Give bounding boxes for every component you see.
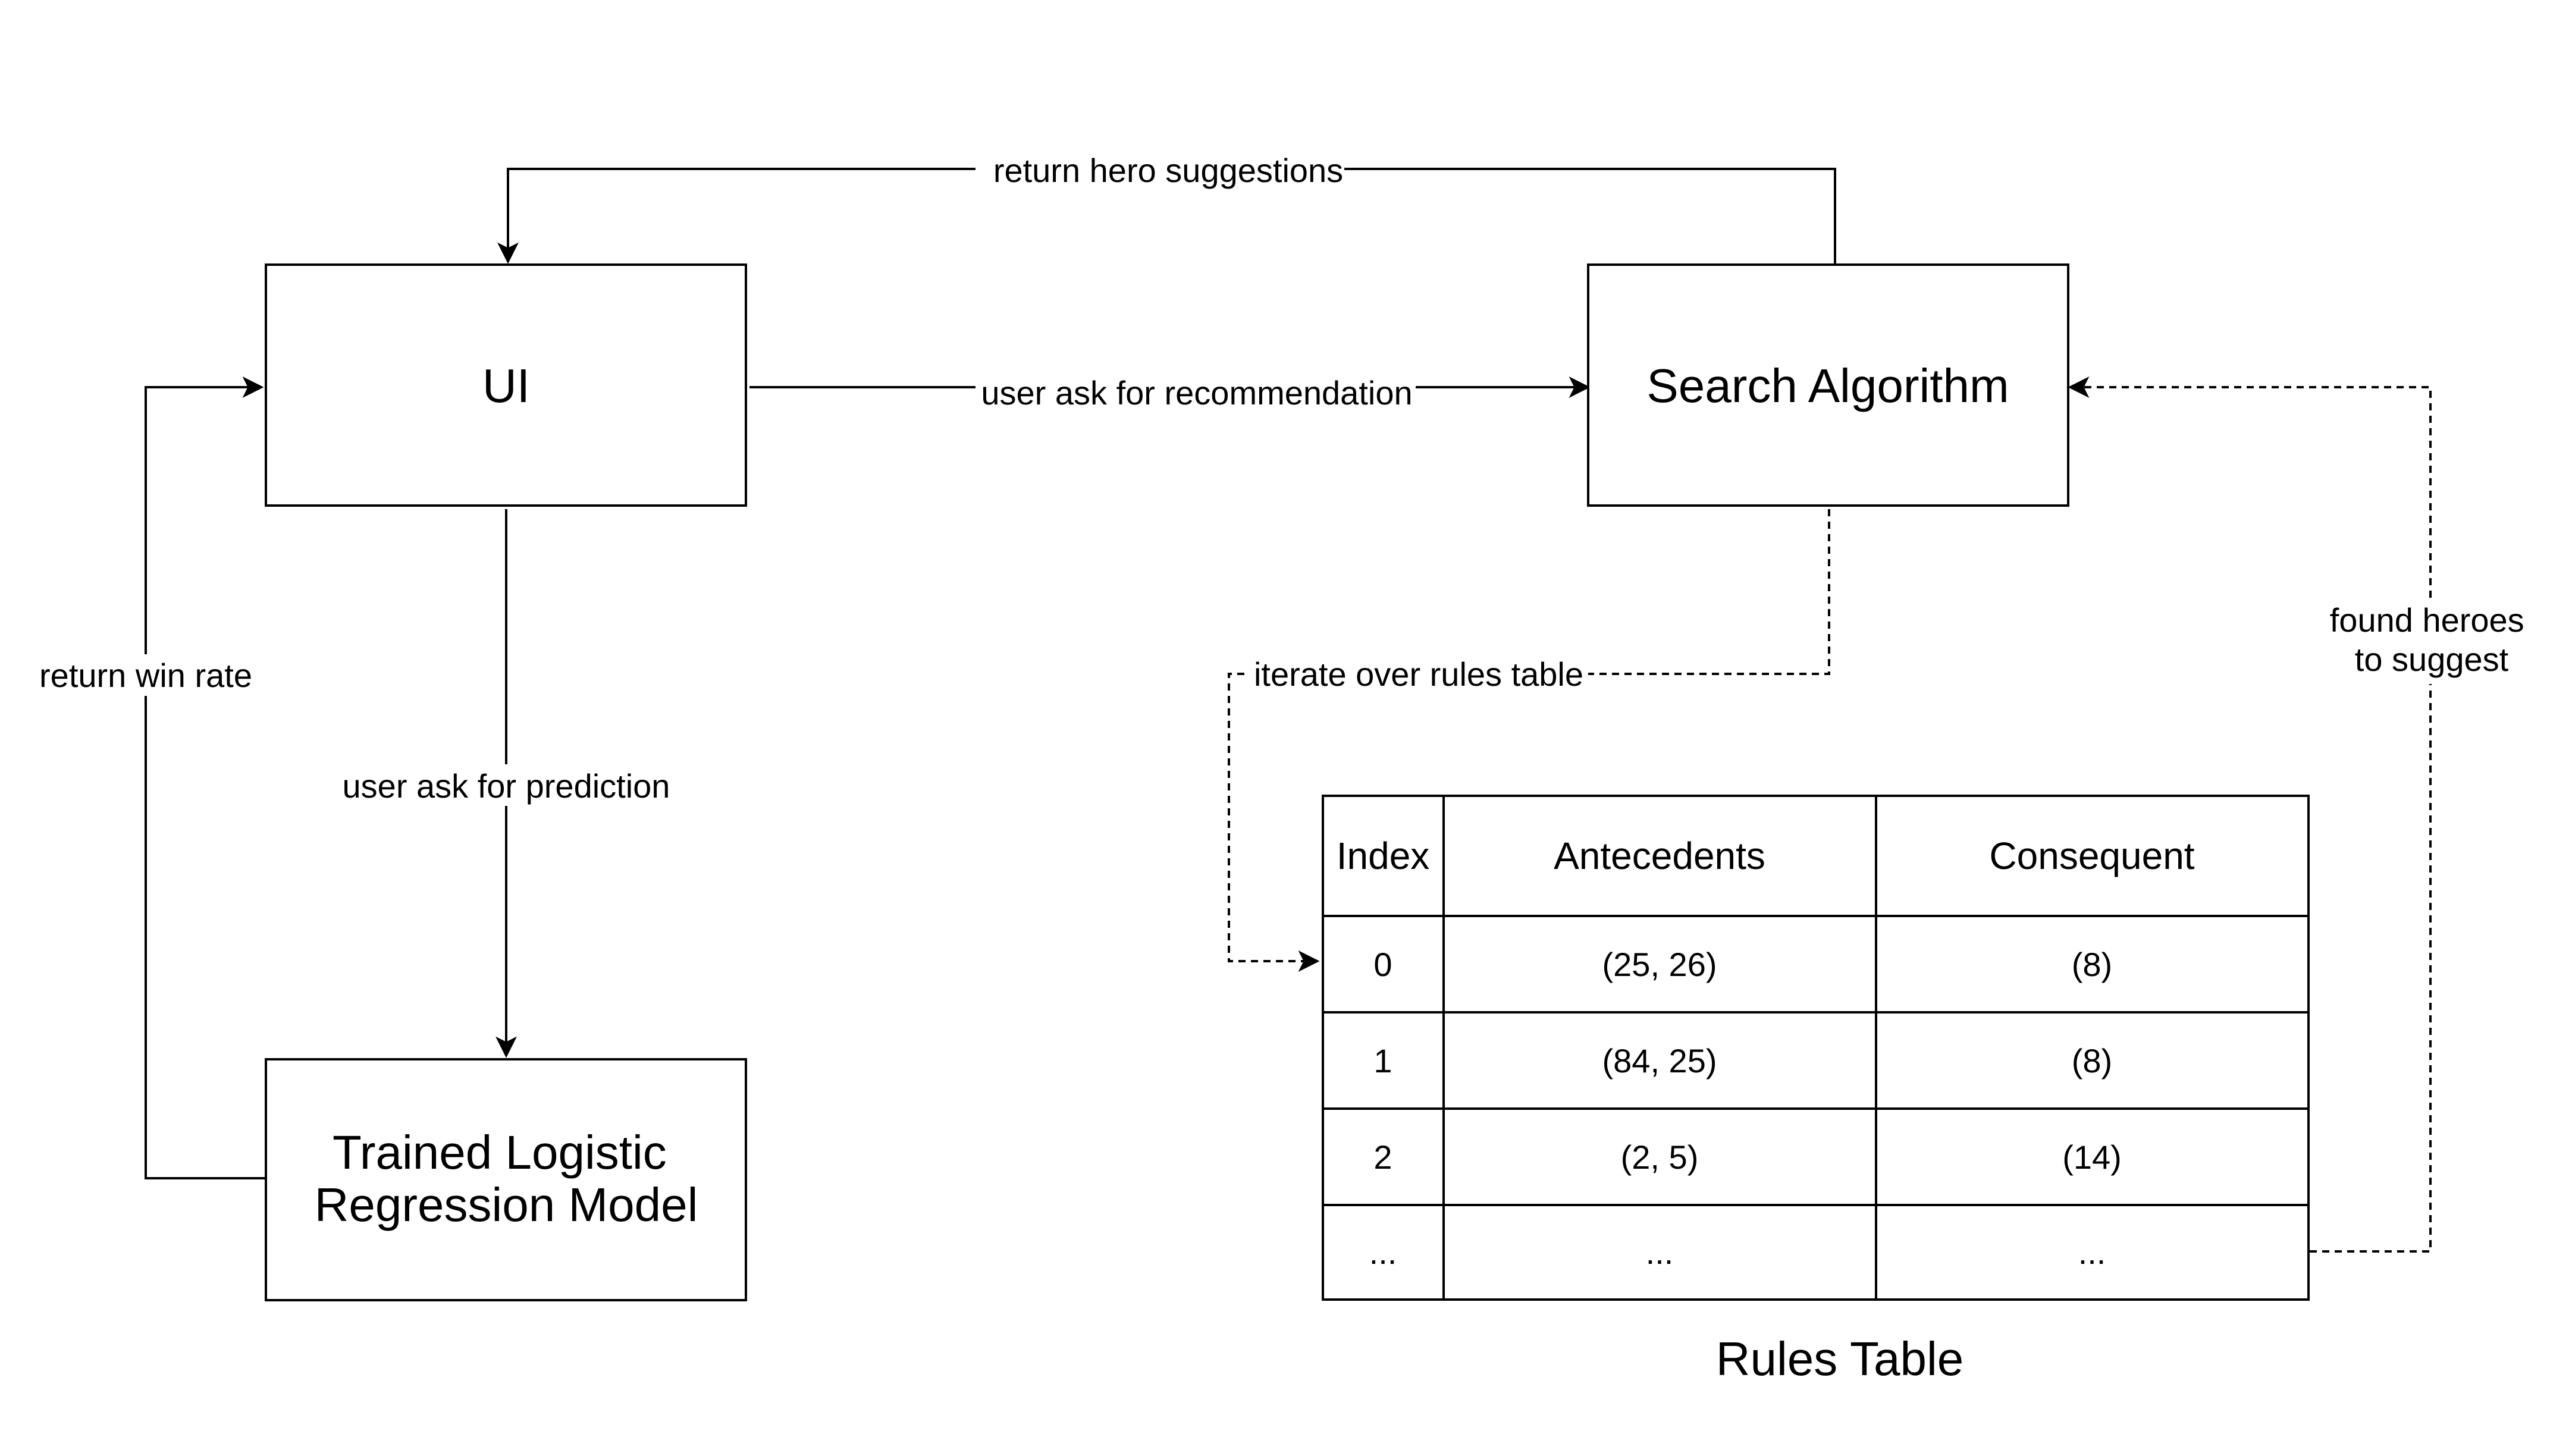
table-header-antecedents: Antecedents [1554,834,1765,877]
edge-label-user-ask-prediction: user ask for prediction [343,767,670,805]
table-cell-antecedents-0: (25, 26) [1602,946,1717,983]
rules-table: Index Antecedents Consequent 0 (25, 26) … [1322,795,2310,1385]
edge-label-iterate-over-rules-table: iterate over rules table [1254,655,1583,693]
table-cell-index-3: ... [1369,1234,1397,1271]
edge-found-heroes [2068,376,2432,1253]
table-caption: Rules Table [1716,1332,1964,1385]
table-cell-antecedents-3: ... [1646,1234,1674,1271]
edge-label-found-heroes: found heroes to suggest [2330,601,2533,678]
edge-label-user-ask-recommendation: user ask for recommendation [981,374,1412,412]
edge-return-win-rate [145,376,266,1179]
table-cell-consequent-2: (14) [2062,1138,2122,1176]
table-cell-consequent-3: ... [2078,1234,2106,1271]
node-trained-model-line2: Regression Model [315,1178,698,1231]
node-trained-model-line1: Trained Logistic [333,1126,667,1179]
table-header-index: Index [1337,834,1430,877]
table-cell-index-0: 0 [1373,946,1392,983]
node-search-algorithm-label: Search Algorithm [1646,359,2009,412]
table-cell-consequent-0: (8) [2072,946,2112,983]
table-cell-consequent-1: (8) [2072,1042,2112,1080]
edge-label-found-heroes-line2: to suggest [2355,641,2509,678]
edge-label-found-heroes-line1: found heroes [2330,601,2524,639]
edge-label-return-hero-suggestions: return hero suggestions [993,152,1343,189]
node-trained-model: Trained Logistic Regression Model [265,1058,747,1301]
table-cell-index-2: 2 [1373,1138,1392,1176]
node-search-algorithm: Search Algorithm [1587,263,2069,507]
node-ui: UI [265,263,747,507]
table-cell-index-1: 1 [1373,1042,1392,1080]
table-cell-antecedents-1: (84, 25) [1602,1042,1717,1080]
node-ui-label: UI [482,359,530,412]
node-trained-model-label: Trained Logistic Regression Model [315,1126,698,1231]
edge-iterate-over-rules-table [1228,509,1830,972]
edge-label-return-win-rate: return win rate [39,657,252,694]
table-header-consequent: Consequent [1989,834,2194,877]
table-cell-antecedents-2: (2, 5) [1621,1138,1699,1176]
